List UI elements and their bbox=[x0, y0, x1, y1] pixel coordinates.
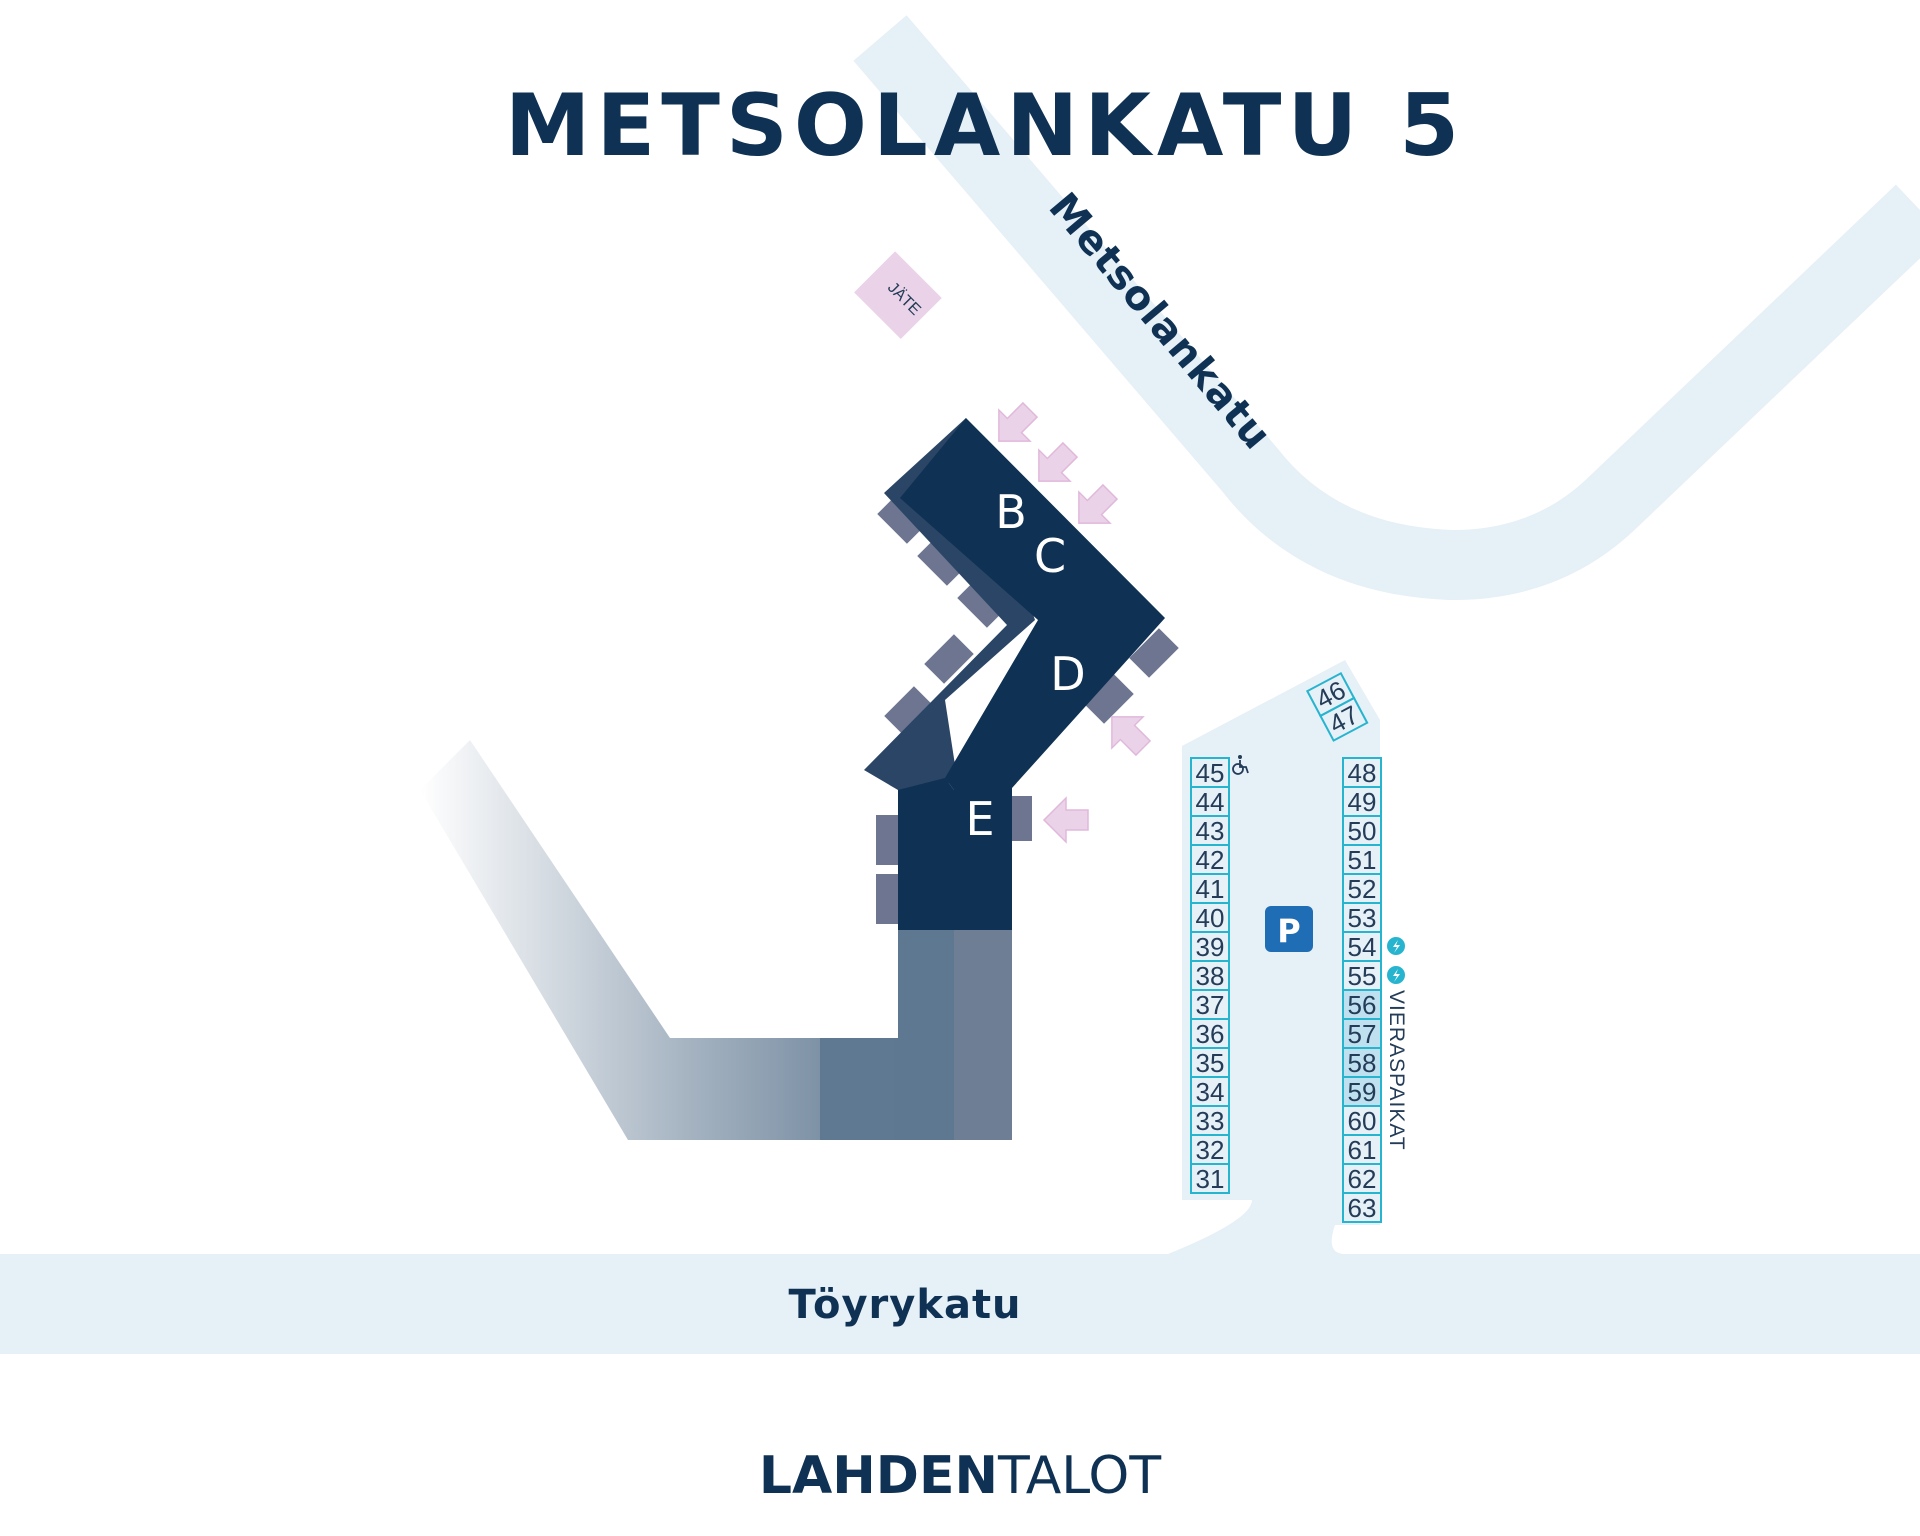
svg-text:LAHDENTALOT: LAHDENTALOT bbox=[759, 1446, 1161, 1506]
parking-spot-53: 53 bbox=[1348, 903, 1377, 933]
parking-spot-box bbox=[1342, 989, 1382, 1020]
parking-spot-41: 41 bbox=[1196, 874, 1225, 904]
parking-spot-44: 44 bbox=[1196, 787, 1225, 817]
parking-spot-32: 32 bbox=[1196, 1135, 1225, 1165]
entrance-arrows bbox=[998, 401, 1152, 844]
parking-spot-40: 40 bbox=[1196, 903, 1225, 933]
street-label-toyrykatu: Töyrykatu bbox=[788, 1282, 1021, 1328]
parking-spot-box bbox=[1342, 1047, 1382, 1078]
parking-spot-58: 58 bbox=[1348, 1048, 1377, 1078]
building-label-d: D bbox=[1050, 647, 1085, 701]
parking-symbol: P bbox=[1277, 912, 1300, 950]
parking-spot-54: 54 bbox=[1348, 932, 1377, 962]
parking-spot-50: 50 bbox=[1348, 816, 1377, 846]
parking-spot-48: 48 bbox=[1348, 758, 1377, 788]
parking-spot-49: 49 bbox=[1348, 787, 1377, 817]
logo-light: TALOT bbox=[997, 1446, 1161, 1506]
parking-spot-60: 60 bbox=[1348, 1106, 1377, 1136]
parking-spot-59: 59 bbox=[1348, 1077, 1377, 1107]
building-label-e: E bbox=[965, 792, 994, 846]
parking-spot-42: 42 bbox=[1196, 845, 1225, 875]
wheelchair-icon bbox=[1232, 755, 1249, 775]
parking-spot-39: 39 bbox=[1196, 932, 1225, 962]
street-toyrykatu-road bbox=[0, 1254, 1920, 1354]
page-title: METSOLANKATU 5 bbox=[505, 76, 1465, 176]
parking-spot-43: 43 bbox=[1196, 816, 1225, 846]
parking-spot-38: 38 bbox=[1196, 961, 1225, 991]
parking-spot-56: 56 bbox=[1348, 990, 1377, 1020]
company-logo: LAHDENTALOT bbox=[759, 1446, 1161, 1506]
parking-spot-33: 33 bbox=[1196, 1106, 1225, 1136]
waste-shelter: JÄTE bbox=[854, 251, 942, 340]
building-ground-outline bbox=[420, 740, 1012, 1140]
parking-spot-36: 36 bbox=[1196, 1019, 1225, 1049]
parking-spot-box bbox=[1190, 1163, 1230, 1194]
parking-spot-35: 35 bbox=[1196, 1048, 1225, 1078]
parking-spot-62: 62 bbox=[1348, 1164, 1377, 1194]
parking-spot-34: 34 bbox=[1196, 1077, 1225, 1107]
parking-spot-box bbox=[1342, 1076, 1382, 1107]
parking-spot-52: 52 bbox=[1348, 874, 1377, 904]
parking-spot-63: 63 bbox=[1348, 1193, 1377, 1223]
building-outer-wing bbox=[900, 418, 1165, 930]
building-label-b: B bbox=[995, 485, 1027, 539]
building-label-c: C bbox=[1034, 529, 1066, 583]
ev-charging-icon bbox=[1387, 966, 1405, 984]
parking-spot-45: 45 bbox=[1196, 758, 1225, 788]
ev-charging-icon bbox=[1387, 937, 1405, 955]
guest-parking-label: VIERASPAIKAT bbox=[1385, 990, 1408, 1151]
entrance-arrow-icon bbox=[998, 401, 1039, 442]
parking-spot-51: 51 bbox=[1348, 845, 1377, 875]
parking-spot-31: 31 bbox=[1196, 1164, 1225, 1194]
parking-spot-37: 37 bbox=[1196, 990, 1225, 1020]
parking-spot-55: 55 bbox=[1348, 961, 1377, 991]
parking-sign: P bbox=[1265, 906, 1313, 952]
logo-bold: LAHDEN bbox=[759, 1446, 998, 1506]
entrance-arrow-icon bbox=[1042, 796, 1089, 844]
entrance-arrow-icon bbox=[1038, 441, 1079, 482]
parking-spot-57: 57 bbox=[1348, 1019, 1377, 1049]
parking-spot-61: 61 bbox=[1348, 1135, 1377, 1165]
parking-spot-box bbox=[1342, 1192, 1382, 1223]
entrance-arrow-icon bbox=[1078, 483, 1119, 524]
street-metsolankatu-road bbox=[853, 15, 1920, 601]
entrance-arrow-icon bbox=[1111, 716, 1152, 757]
building-block bbox=[864, 418, 1165, 930]
